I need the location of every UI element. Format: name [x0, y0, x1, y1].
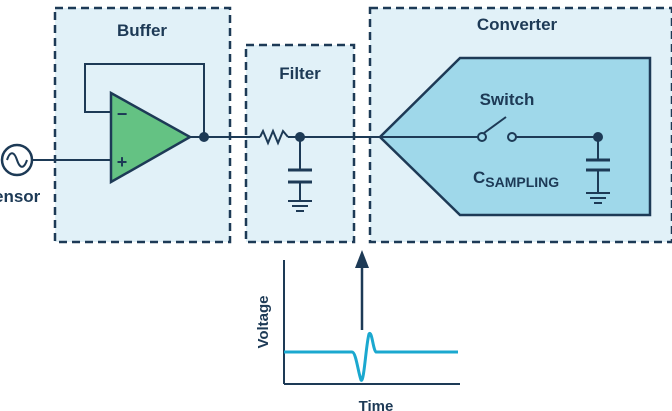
capacitor-node — [593, 132, 603, 142]
kickback-waveform — [284, 332, 458, 382]
filter-node — [295, 132, 305, 142]
opamp-minus-sign: − — [117, 104, 128, 124]
buffer-title: Buffer — [117, 21, 167, 40]
y-axis-label: Voltage — [255, 295, 272, 348]
sensor-source — [0, 143, 34, 177]
switch-symbol — [477, 116, 517, 142]
opamp-triangle — [109, 90, 193, 185]
inset-plot-axes — [283, 260, 460, 385]
up-arrow-icon — [355, 250, 369, 330]
x-axis-label: Time — [359, 398, 394, 411]
converter-title: Converter — [477, 15, 558, 34]
opamp-plus-sign: + — [117, 152, 128, 172]
filter-title: Filter — [279, 64, 321, 83]
wires — [32, 63, 599, 201]
filter-ground-icon — [288, 200, 312, 212]
buffer-output-node — [199, 132, 209, 142]
sensor-label: ensor — [0, 187, 41, 206]
sampling-ground-icon — [586, 192, 610, 204]
capacitor-label-subscript: SAMPLING — [485, 174, 559, 190]
filter-capacitor-symbol — [288, 168, 312, 184]
sampling-capacitor-label: CSAMPLING — [473, 168, 559, 190]
sampling-capacitor-symbol — [586, 158, 610, 172]
resistor-symbol — [259, 128, 289, 146]
switch-label: Switch — [480, 90, 535, 109]
capacitor-label-main: C — [473, 168, 485, 187]
